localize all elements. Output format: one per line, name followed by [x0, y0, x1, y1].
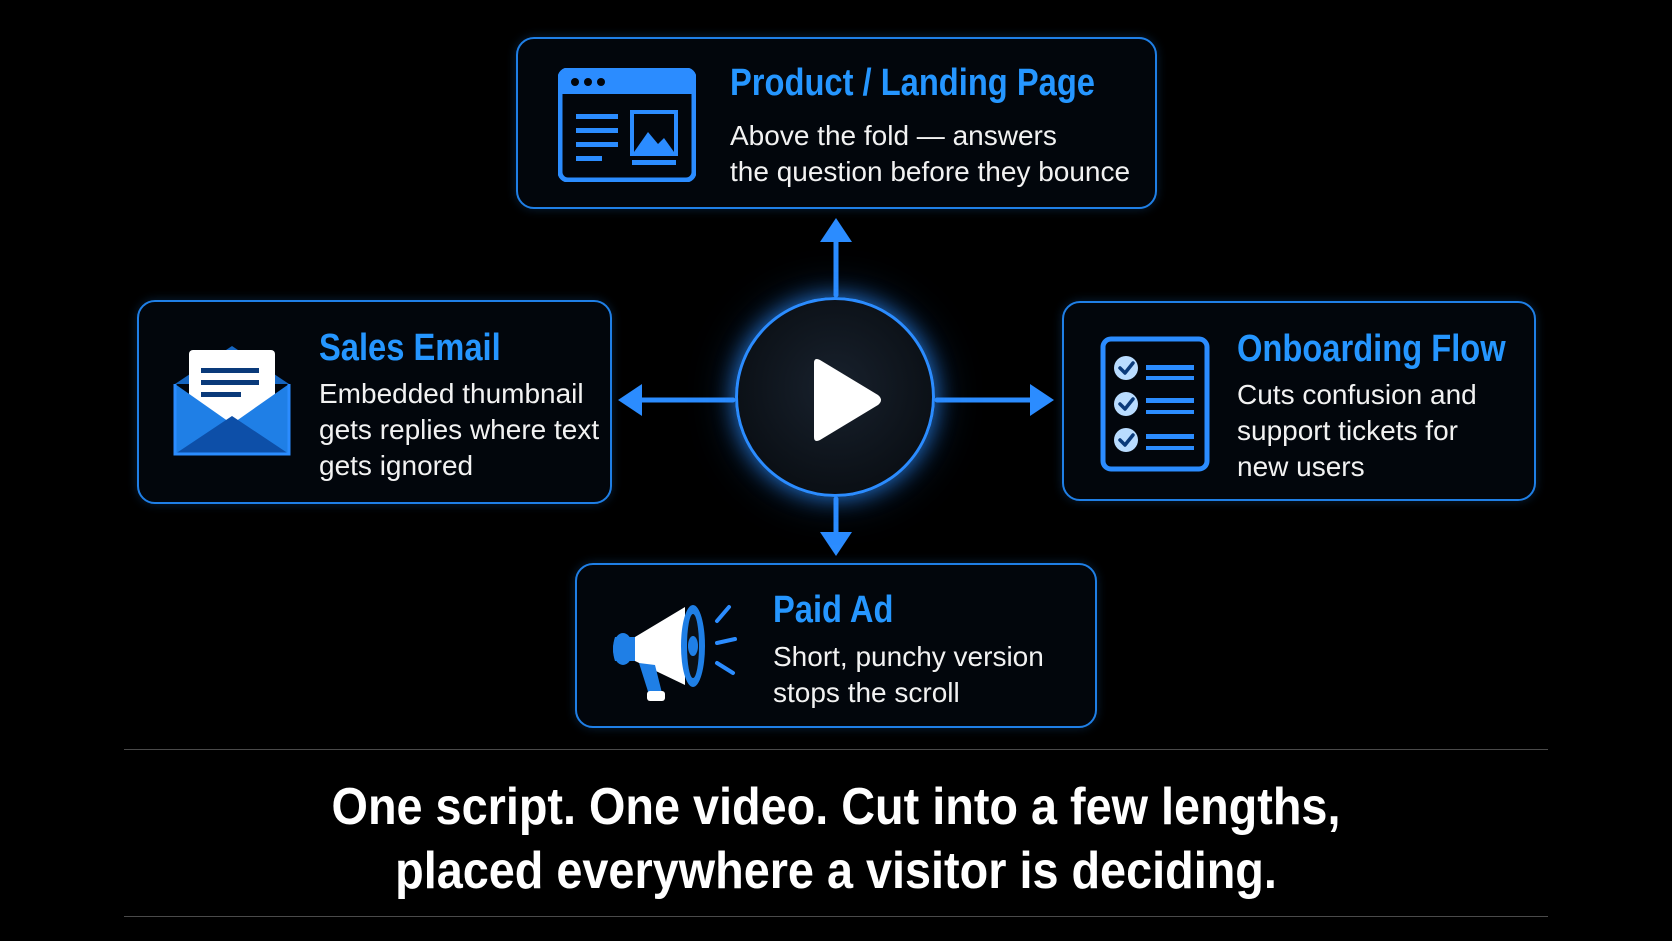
card-description: Cuts confusion and support tickets for n…	[1237, 377, 1477, 485]
card-description-line: Short, punchy version	[773, 641, 1044, 672]
play-icon	[808, 357, 884, 448]
card-title: Paid Ad	[773, 589, 894, 631]
card-description-line: Cuts confusion and	[1237, 379, 1477, 410]
arrow-up-head	[820, 218, 852, 242]
envelope-icon	[171, 342, 293, 463]
card-description-line: gets replies where text	[319, 414, 600, 445]
card-title: Product / Landing Page	[730, 62, 1095, 104]
card-description-line: gets ignored	[319, 450, 474, 481]
arrow-down-head	[820, 532, 852, 556]
card-product-landing-page: Product / Landing Page Above the fold — …	[516, 37, 1157, 209]
divider-line	[124, 749, 1548, 750]
card-description: Above the fold — answers the question be…	[730, 118, 1130, 190]
arrow-right-head	[1030, 384, 1054, 416]
arrow-left-head	[618, 384, 642, 416]
checklist-icon	[1100, 336, 1210, 477]
card-description: Short, punchy version stops the scroll	[773, 639, 1044, 711]
card-onboarding-flow: Onboarding Flow Cuts confusion and suppo…	[1062, 301, 1536, 501]
card-paid-ad: Paid Ad Short, punchy version stops the …	[575, 563, 1097, 728]
card-description-line: stops the scroll	[773, 677, 960, 708]
card-title: Sales Email	[319, 327, 501, 369]
divider-line	[124, 916, 1548, 917]
card-description-line: the question before they bounce	[730, 156, 1131, 187]
caption-line: One script. One video. Cut into a few le…	[331, 778, 1341, 836]
center-play-button[interactable]	[735, 297, 935, 497]
caption: One script. One video. Cut into a few le…	[0, 775, 1672, 903]
card-description-line: Embedded thumbnail	[319, 378, 584, 409]
browser-window-icon	[557, 67, 697, 187]
card-description-line: support tickets for	[1237, 415, 1458, 446]
card-description-line: new users	[1237, 451, 1365, 482]
megaphone-icon	[609, 593, 745, 710]
caption-line: placed everywhere a visitor is deciding.	[395, 842, 1277, 900]
card-title: Onboarding Flow	[1237, 328, 1506, 370]
card-description: Embedded thumbnail gets replies where te…	[319, 376, 599, 484]
card-description-line: Above the fold — answers	[730, 120, 1057, 151]
card-sales-email: Sales Email Embedded thumbnail gets repl…	[137, 300, 612, 504]
